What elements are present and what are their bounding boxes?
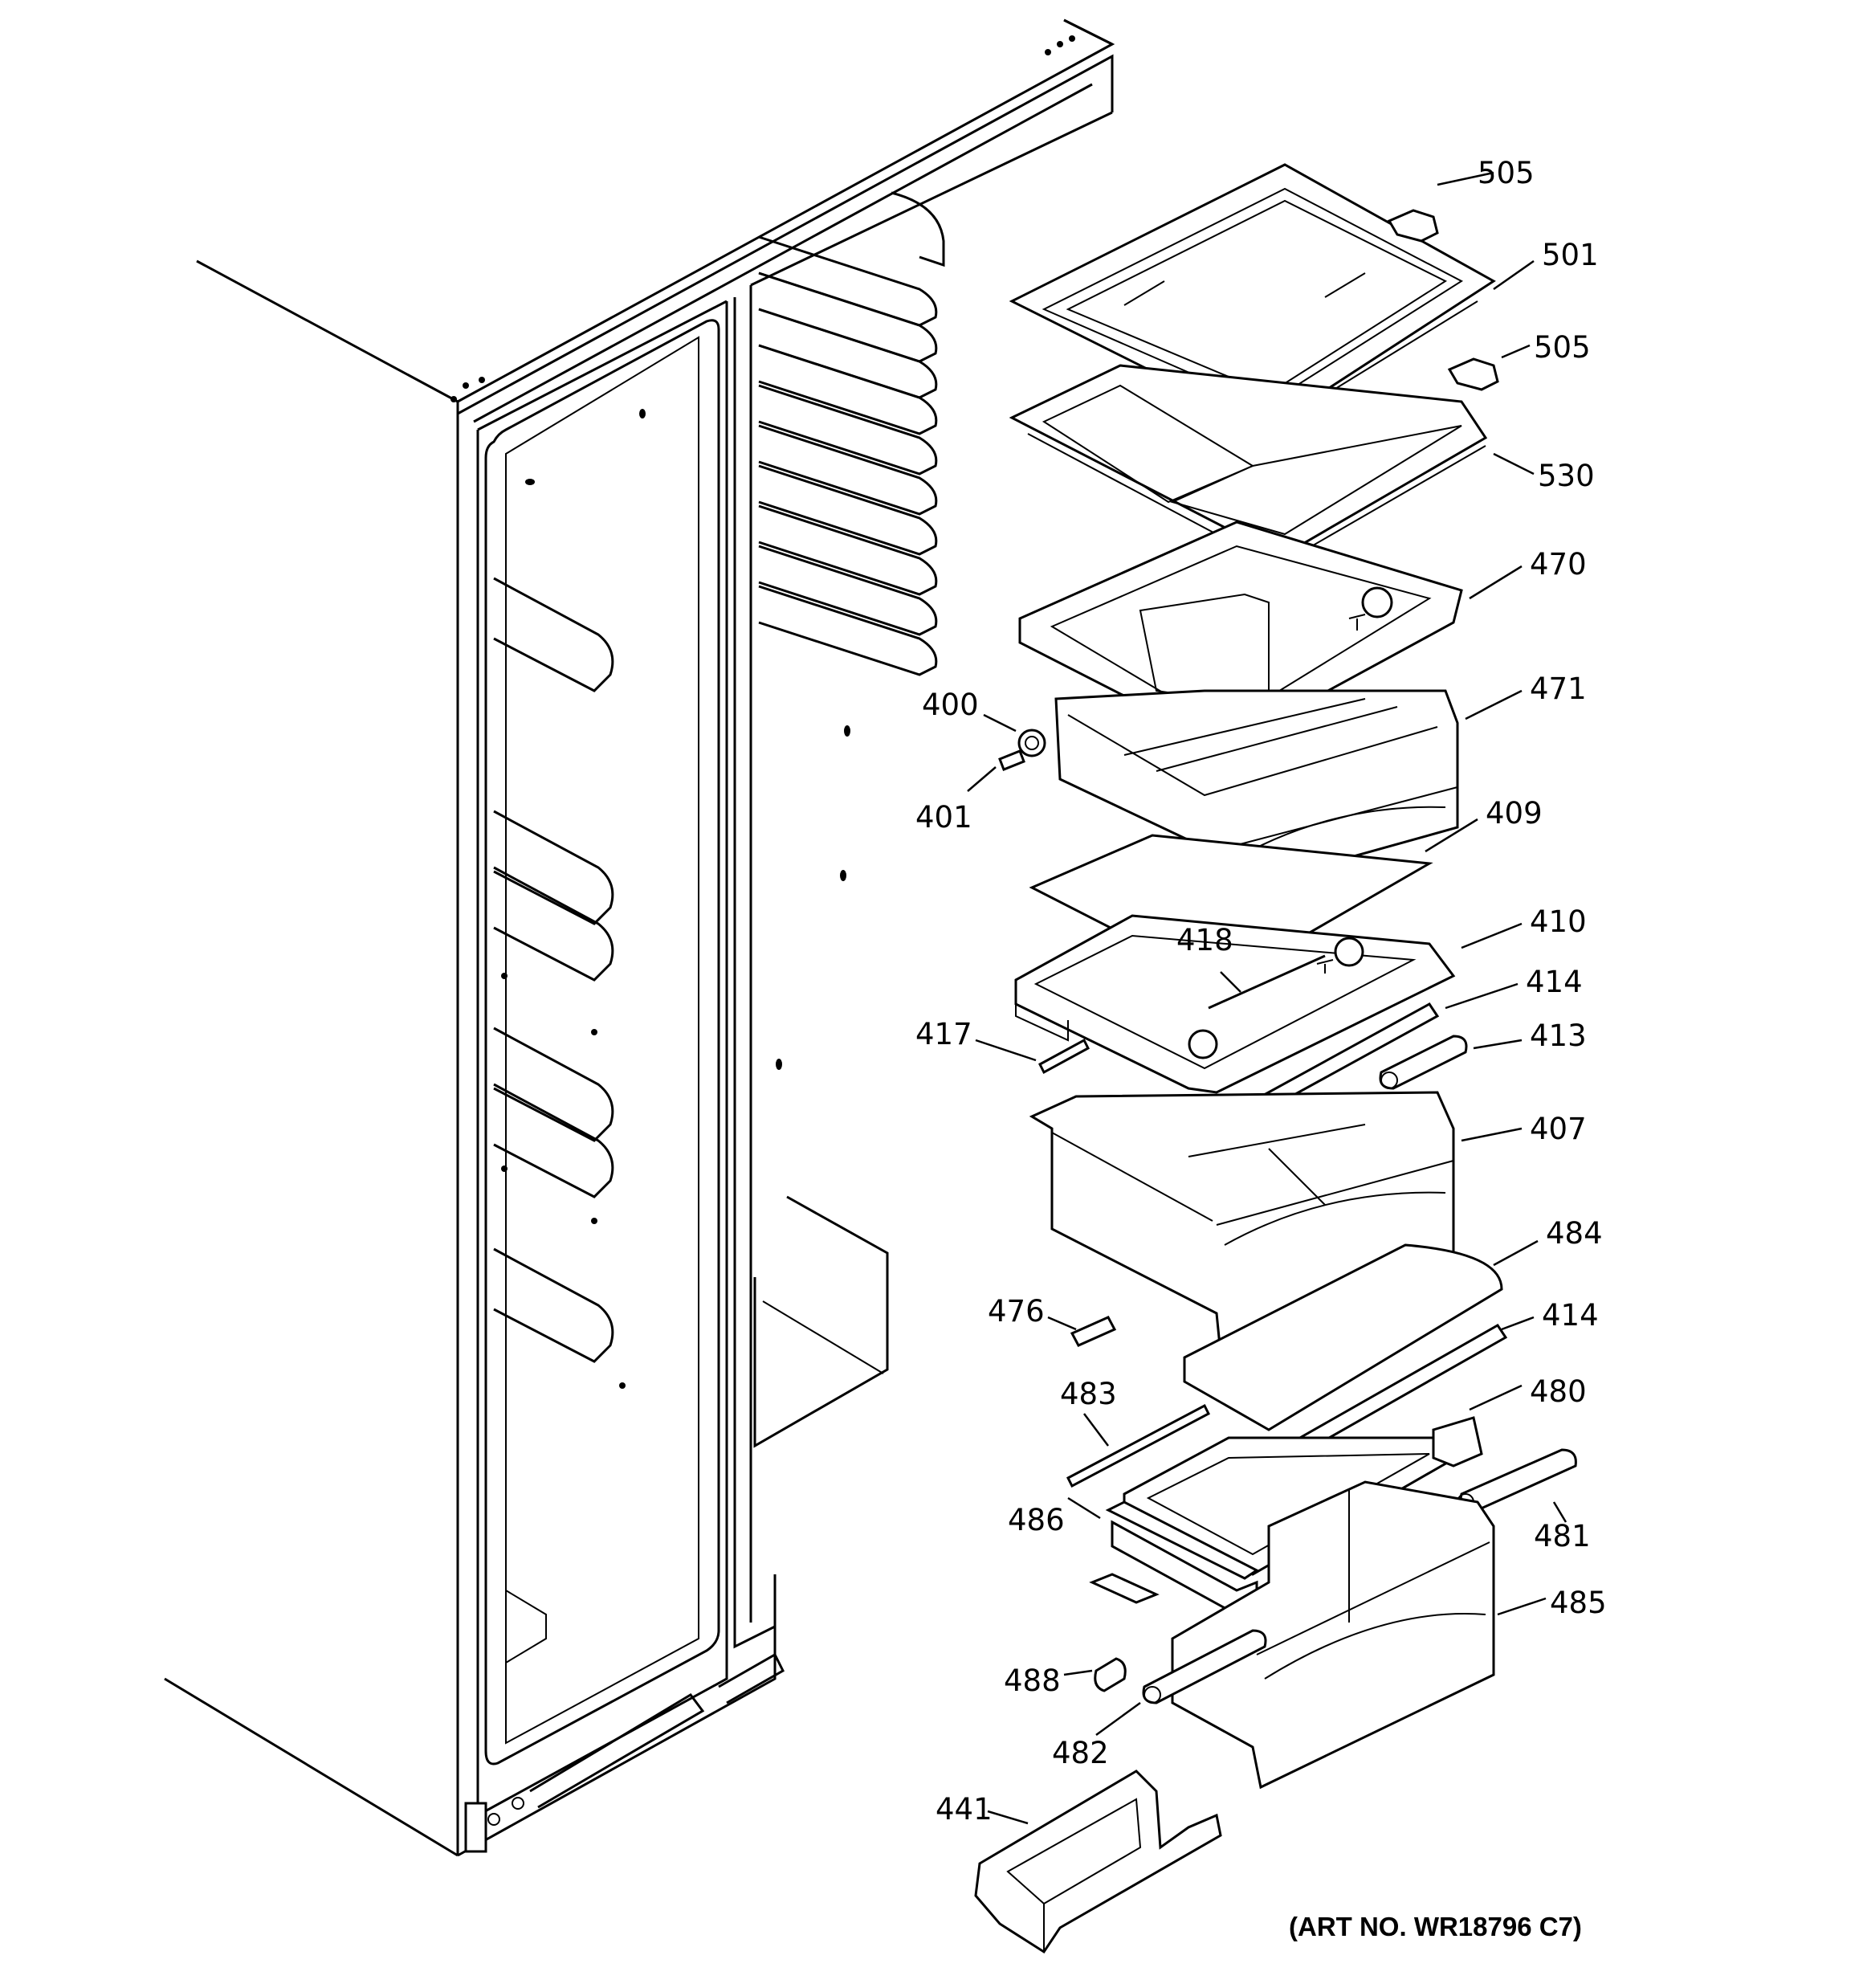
label-414-upper: 414 xyxy=(1526,965,1583,999)
label-530: 530 xyxy=(1538,459,1595,493)
label-409: 409 xyxy=(1486,796,1543,831)
screw-401 xyxy=(998,749,1025,771)
label-483: 483 xyxy=(1060,1377,1117,1411)
label-488: 488 xyxy=(1004,1663,1061,1698)
part-labels: 505 501 505 530 470 471 400 401 409 410 … xyxy=(915,156,1607,1941)
label-470: 470 xyxy=(1530,547,1587,582)
label-486: 486 xyxy=(1008,1503,1065,1537)
label-481: 481 xyxy=(1534,1519,1591,1553)
handle-413 xyxy=(1379,1035,1468,1090)
label-501: 501 xyxy=(1542,238,1599,272)
label-505-mid: 505 xyxy=(1534,330,1591,365)
drawer-485 xyxy=(1171,1480,1495,1790)
label-400: 400 xyxy=(922,688,979,722)
roller-400 xyxy=(1017,729,1046,757)
label-410: 410 xyxy=(1530,904,1587,939)
bottom-hinge xyxy=(464,1652,785,1853)
label-471: 471 xyxy=(1530,672,1587,706)
leader-lines xyxy=(967,171,1567,1825)
cover-484 xyxy=(1183,1243,1503,1431)
label-407: 407 xyxy=(1530,1112,1587,1146)
handle-482 xyxy=(1142,1629,1267,1704)
clip-505-top xyxy=(1387,209,1439,243)
drawer-471 xyxy=(1054,689,1459,897)
label-484: 484 xyxy=(1546,1216,1603,1251)
clip-505-mid xyxy=(1447,357,1499,391)
cabinet-shelf-ribs xyxy=(493,577,614,1363)
rail-483 xyxy=(1066,1403,1210,1488)
bin-441 xyxy=(974,1770,1222,1954)
label-505-top: 505 xyxy=(1478,156,1535,190)
label-480: 480 xyxy=(1530,1374,1587,1409)
cabinet-mounting-holes xyxy=(450,35,1075,1389)
label-417: 417 xyxy=(915,1017,972,1051)
rod-418 xyxy=(1208,954,1326,1010)
label-485: 485 xyxy=(1550,1586,1607,1620)
label-401: 401 xyxy=(915,800,972,835)
label-414-lower: 414 xyxy=(1542,1298,1599,1333)
cap-488 xyxy=(1094,1657,1127,1692)
rail-417 xyxy=(1038,1038,1090,1075)
label-476: 476 xyxy=(988,1294,1045,1329)
art-number: (ART NO. WR18796 C7) xyxy=(1289,1912,1582,1941)
freezer-shelf-ribs xyxy=(758,191,945,676)
label-441: 441 xyxy=(936,1792,993,1827)
rail-486-assembly xyxy=(1089,1500,1259,1616)
label-418: 418 xyxy=(1176,923,1233,957)
label-482: 482 xyxy=(1052,1736,1109,1770)
label-413: 413 xyxy=(1530,1018,1587,1053)
refrigerator-cabinet xyxy=(164,18,1115,1857)
pad-476 xyxy=(1070,1316,1117,1347)
frame-470 xyxy=(1018,520,1463,749)
frame-410 xyxy=(1014,914,1456,1094)
